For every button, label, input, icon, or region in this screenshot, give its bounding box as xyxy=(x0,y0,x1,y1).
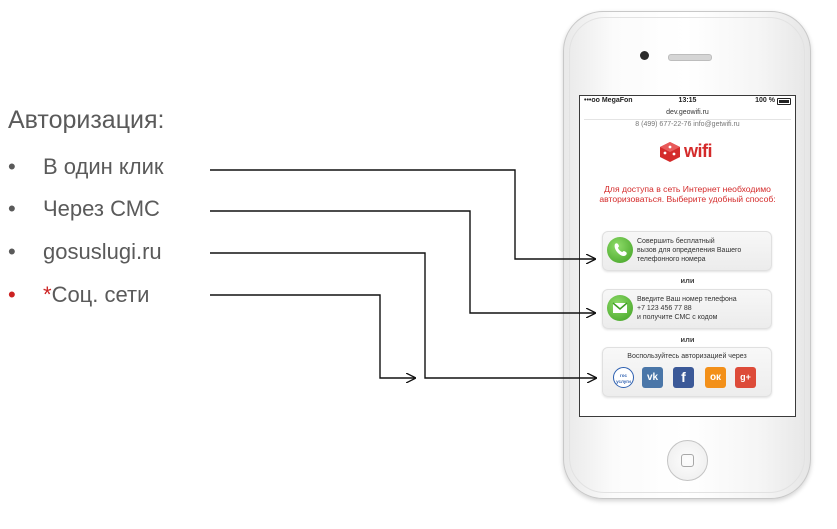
bullet-marker: • xyxy=(8,239,16,264)
bullet-label: Через СМС xyxy=(43,196,160,221)
home-square-icon xyxy=(681,454,694,467)
battery-icon xyxy=(777,98,791,105)
or-separator: или xyxy=(680,335,695,344)
phone-bezel xyxy=(569,17,805,493)
arrow-gosuslugi-to-social xyxy=(210,252,596,378)
earpiece-speaker xyxy=(668,54,712,61)
contact-info: 8 (499) 677-22-76 info@getwifi.ru xyxy=(635,121,740,128)
bullet-social: • *Соц. сети xyxy=(8,282,149,312)
vk-login-button[interactable]: vk xyxy=(642,367,663,388)
sms-option-text: Введите Ваш номер телефона +7 123 456 77… xyxy=(637,295,737,322)
status-bar: •••oo MegaFon 13:15 100 % xyxy=(580,96,795,107)
social-login-panel: Воспользуйтесь авторизацией через гос ус… xyxy=(602,347,772,397)
auth-notice: Для доступа в сеть Интернет необходимо а… xyxy=(599,184,776,204)
divider xyxy=(584,119,791,120)
clock-label: 13:15 xyxy=(678,97,697,104)
bullet-label: *Соц. сети xyxy=(43,282,149,308)
front-camera-icon xyxy=(640,51,649,60)
bullet-marker: • xyxy=(8,154,16,179)
bullet-marker: • xyxy=(8,282,16,307)
geowifi-logo: wifi xyxy=(658,140,713,164)
sms-option-button[interactable]: Введите Ваш номер телефона +7 123 456 77… xyxy=(602,289,772,329)
arrow-one-click-to-call xyxy=(210,169,595,259)
gosuslugi-login-button[interactable]: гос услуги xyxy=(613,367,634,388)
social-login-title: Воспользуйтесь авторизацией через xyxy=(627,353,747,360)
bullet-label: gosuslugi.ru xyxy=(43,239,162,264)
bullet-one-click: • В один клик xyxy=(8,154,164,184)
arrow-social-to-social xyxy=(210,294,415,378)
envelope-icon xyxy=(607,295,633,321)
call-option-text: Совершить бесплатный вызов для определен… xyxy=(637,237,741,264)
battery-label: 100 % xyxy=(755,97,775,104)
option-line: телефонного номера xyxy=(637,256,706,263)
bullet-label-text: Соц. сети xyxy=(51,282,150,307)
google-plus-login-button[interactable]: g+ xyxy=(735,367,756,388)
home-button[interactable] xyxy=(667,440,708,481)
call-option-button[interactable]: Совершить бесплатный вызов для определен… xyxy=(602,231,772,271)
facebook-login-button[interactable]: f xyxy=(673,367,694,388)
address-bar[interactable]: dev.geowifi.ru xyxy=(666,109,709,116)
bullet-sms: • Через СМС xyxy=(8,196,160,226)
logo-cube-icon xyxy=(660,142,680,162)
phone-icon xyxy=(607,237,633,263)
phone-screen: •••oo MegaFon 13:15 100 % dev.geowifi.ru… xyxy=(579,95,796,417)
logo-text: wifi xyxy=(684,141,713,161)
arrow-sms-to-sms-option xyxy=(210,210,595,313)
bullet-label: В один клик xyxy=(43,154,164,179)
option-line: Введите Ваш номер телефона xyxy=(637,296,737,303)
odnoklassniki-login-button[interactable]: ок xyxy=(705,367,726,388)
carrier-label: •••oo MegaFon xyxy=(584,97,633,104)
option-line: вызов для определения Вашего xyxy=(637,247,742,254)
option-line: и получите СМС с кодом xyxy=(637,314,718,321)
or-separator: или xyxy=(680,276,695,285)
option-line: +7 123 456 77 88 xyxy=(637,305,692,312)
bullet-gosuslugi: • gosuslugi.ru xyxy=(8,239,162,269)
bullet-marker: • xyxy=(8,196,16,221)
asterisk-mark: * xyxy=(43,282,52,307)
slide-title: Авторизация: xyxy=(8,106,165,134)
option-line: Совершить бесплатный xyxy=(637,238,715,245)
